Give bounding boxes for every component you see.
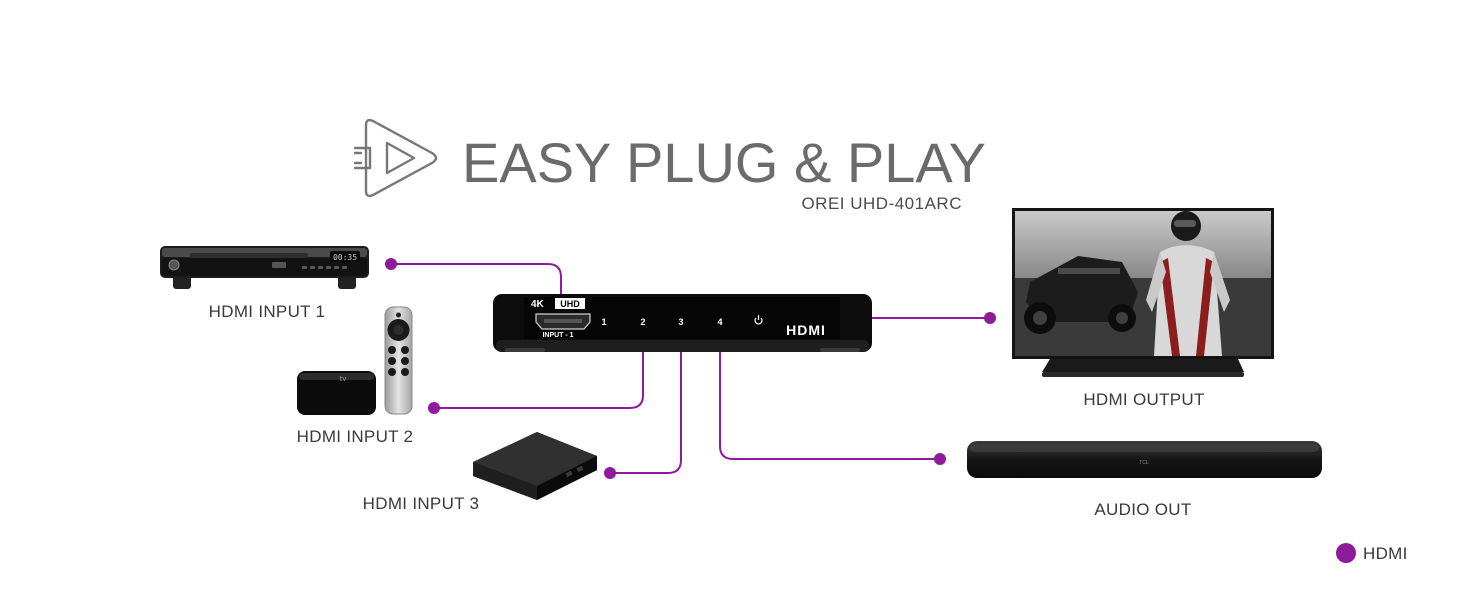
power-icon[interactable]: [754, 315, 763, 325]
legend: HDMI: [1336, 543, 1408, 563]
cable-input-3: [610, 349, 682, 474]
hdmi-cables: [391, 263, 990, 474]
badge-uhd: UHD: [560, 299, 580, 309]
switch-button-3[interactable]: 3: [678, 317, 683, 327]
apple-tv-box: tv: [297, 371, 376, 415]
endpoint-hdmi-output: [984, 312, 996, 324]
streaming-box: [473, 432, 597, 500]
legend-hdmi-label: HDMI: [1363, 544, 1408, 563]
label-hdmi-output: HDMI OUTPUT: [1083, 390, 1204, 409]
cable-input-2: [434, 349, 644, 409]
cable-audio-out: [719, 349, 940, 460]
cable-input-1: [391, 263, 562, 295]
hdmi-brand-logo: HDMI: [786, 322, 826, 338]
switch-button-1[interactable]: 1: [601, 317, 606, 327]
endpoint-input-3: [604, 467, 616, 479]
port-label: INPUT - 1: [542, 332, 573, 339]
tv-screen-scene: [1015, 211, 1271, 356]
cable-endpoints: [385, 258, 996, 479]
badge-uhd-box: [555, 298, 585, 309]
hdmi-switch: 4K UHD INPUT - 1 1 2 3 4 HDMI: [493, 294, 872, 352]
label-hdmi-input-1: HDMI INPUT 1: [209, 302, 326, 321]
endpoint-audio-out: [934, 453, 946, 465]
endpoint-input-2: [428, 402, 440, 414]
apple-tv-logo: tv: [340, 375, 347, 383]
legend-hdmi-swatch: [1336, 543, 1356, 563]
apple-tv-remote: [384, 306, 413, 415]
television: [1012, 208, 1274, 377]
plug-play-icon: [353, 118, 438, 198]
endpoint-input-1: [385, 258, 397, 270]
model-name: OREI UHD-401ARC: [801, 194, 962, 213]
soundbar: TCL: [967, 441, 1322, 478]
label-hdmi-input-3: HDMI INPUT 3: [363, 494, 480, 513]
headline-title: EASY PLUG & PLAY: [462, 131, 986, 194]
dvd-player: 00:35: [160, 246, 369, 289]
label-audio-out: AUDIO OUT: [1094, 500, 1191, 519]
switch-button-4[interactable]: 4: [717, 317, 722, 327]
dvd-display: 00:35: [333, 253, 357, 262]
label-hdmi-input-2: HDMI INPUT 2: [297, 427, 414, 446]
badge-4k: 4K: [531, 299, 545, 310]
soundbar-logo: TCL: [1139, 460, 1149, 466]
switch-button-2[interactable]: 2: [640, 317, 645, 327]
